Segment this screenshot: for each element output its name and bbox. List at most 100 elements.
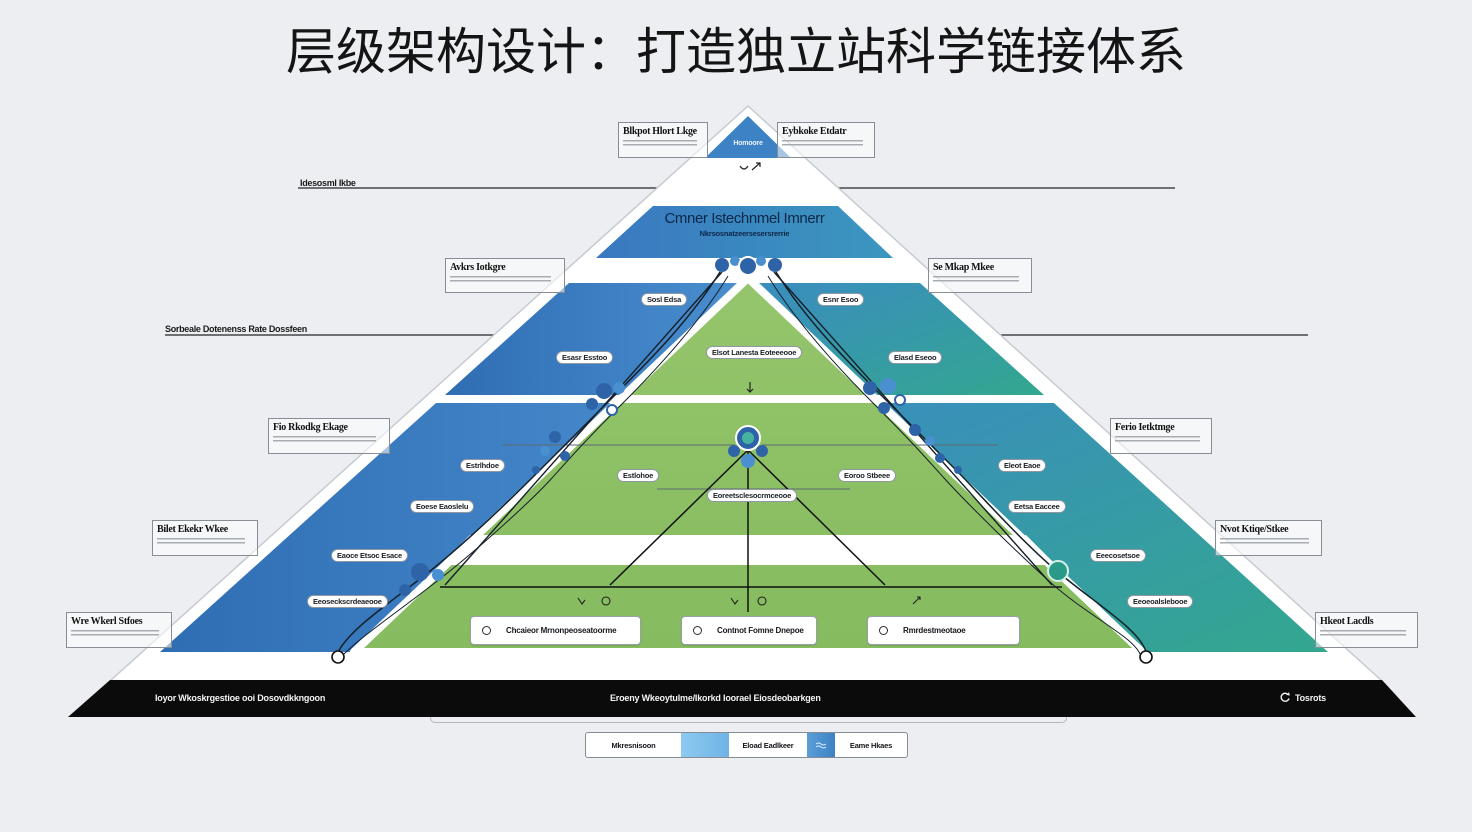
option-button-3[interactable]: Rmrdestmeotaoe xyxy=(867,616,1020,645)
side-label-box: Bilet Ekekr Wkee xyxy=(152,520,258,556)
wave-icon xyxy=(815,742,827,749)
node-label: Elasd Eseoo xyxy=(888,351,943,364)
side-label-text: Nvot Ktiqe/Stkee xyxy=(1220,524,1289,535)
side-label-subtext xyxy=(1320,630,1406,636)
side-label-text: Se Mkap Mkee xyxy=(933,262,994,273)
node-label: Elsot Lanesta Eoteeeooe xyxy=(706,346,803,359)
option-button-2[interactable]: Contnot Fomne Dnepoe xyxy=(681,616,817,645)
side-label-box: Ferio Ietktmge xyxy=(1110,418,1212,454)
node-label: Eoese Eaoslelu xyxy=(410,500,475,513)
link-node xyxy=(878,402,890,414)
node-label: Esasr Esstoo xyxy=(556,351,614,364)
node-cluster-left-upper xyxy=(586,382,625,416)
node-label: Eeoseckscrdeaeooe xyxy=(307,595,388,608)
guide-label-upper: Idesosml Ikbe xyxy=(300,178,356,188)
link-node xyxy=(756,445,768,457)
link-node xyxy=(432,569,444,581)
link-node xyxy=(715,258,729,272)
side-label-text: Eybkoke Etdatr xyxy=(782,126,847,137)
side-label-box: Blkpot Hlort Lkge xyxy=(618,122,708,158)
connector-left-inner xyxy=(343,275,729,655)
link-node xyxy=(411,563,429,581)
side-label-subtext xyxy=(1220,538,1310,544)
side-label-text: Wre Wkerl Stfoes xyxy=(71,616,143,627)
tier-2-subtitle: Nkrsosnatzeersesersrerrie xyxy=(699,229,790,238)
link-node xyxy=(756,256,766,266)
radio-circle-icon[interactable] xyxy=(879,626,888,635)
radio-circle-icon[interactable] xyxy=(693,626,702,635)
link-icon xyxy=(601,596,611,606)
base-band-left-text: Ioyor Wkoskrgestioe ooi Dosovdkkngoon xyxy=(155,693,326,703)
link-node xyxy=(1047,560,1069,582)
endpoint-ring xyxy=(331,650,345,664)
option-button-1[interactable]: Chcaieor Mrnonpeoseatoorme xyxy=(470,616,641,645)
arrow-icon xyxy=(730,597,739,605)
link-node xyxy=(540,446,550,456)
option-button-label: Chcaieor Mrnonpeoseatoorme xyxy=(506,626,617,635)
hub-node-core xyxy=(742,432,754,444)
pyramid-base-band xyxy=(68,680,1416,717)
refresh-icon xyxy=(1280,692,1290,702)
side-label-text: Bilet Ekekr Wkee xyxy=(157,524,228,535)
connector-right-inner xyxy=(767,275,1141,655)
link-node xyxy=(613,382,625,394)
link-line xyxy=(747,449,886,586)
link-node xyxy=(532,466,540,474)
side-label-text: Fio Rkodkg Ekage xyxy=(273,422,348,433)
node-label: Eoroo Stbeee xyxy=(838,469,896,482)
side-label-subtext xyxy=(71,630,160,636)
legend-item: Eame Hkaes xyxy=(849,740,893,750)
node-label: Esnr Esoo xyxy=(817,293,865,306)
link-node xyxy=(586,398,598,410)
endpoint-ring xyxy=(1139,650,1153,664)
arrow-icon xyxy=(577,597,586,605)
side-label-box: Avkrs Iotkgre xyxy=(445,258,565,293)
base-band-right: Tosrots xyxy=(1280,692,1326,703)
node-label: Eaoce Etsoc Esace xyxy=(331,549,408,562)
side-label-box: Hkeot Lacdls xyxy=(1315,612,1418,648)
node-label: Estlohoe xyxy=(617,469,660,482)
option-button-label: Rmrdestmeotaoe xyxy=(903,626,966,635)
node-label: Eeoeoalslebooe xyxy=(1127,595,1194,608)
node-label: Sosl Edsa xyxy=(641,293,688,306)
node-cluster-right-upper xyxy=(863,378,906,414)
arrow-icon xyxy=(912,596,921,605)
base-shadow xyxy=(430,717,1067,723)
link-line xyxy=(609,449,749,586)
legend-item: Mkresnisoon xyxy=(611,740,656,750)
pyramid-apex-tier xyxy=(705,116,791,158)
side-label-box: Wre Wkerl Stfoes xyxy=(66,612,172,648)
link-node xyxy=(728,445,740,457)
pyramid-tier-2 xyxy=(596,206,893,258)
node-cluster-apex xyxy=(715,256,782,276)
link-icon xyxy=(757,596,767,606)
link-node xyxy=(909,424,921,436)
link-node xyxy=(596,383,612,399)
link-node xyxy=(880,378,896,394)
legend-swatch-light-blue xyxy=(681,733,729,757)
guide-label-mid: Sorbeale Dotenenss Rate Dossfeen xyxy=(165,324,307,334)
down-arrow-icon xyxy=(746,382,754,393)
link-node xyxy=(925,436,935,446)
side-label-box: Se Mkap Mkee xyxy=(928,258,1032,293)
tier-separator xyxy=(560,395,936,403)
node-cluster-left-mid xyxy=(532,431,570,474)
radio-circle-icon[interactable] xyxy=(482,626,491,635)
side-label-subtext xyxy=(157,538,246,544)
link-node xyxy=(549,431,561,443)
link-node xyxy=(768,258,782,272)
page-title: 层级架构设计：打造独立站科学链接体系 xyxy=(286,23,1186,81)
node-cluster-right-lower xyxy=(1047,560,1069,582)
side-label-text: Blkpot Hlort Lkge xyxy=(623,126,697,137)
node-cluster-center xyxy=(728,425,768,468)
node-label: Eleot Eaoe xyxy=(998,459,1047,472)
node-cluster-left-lower xyxy=(399,563,444,596)
legend-bar: Mkresnisoon Eload Eadlkeer Eame Hkaes xyxy=(585,732,908,758)
node-label: Eetsa Eaccee xyxy=(1008,500,1066,513)
link-node xyxy=(738,256,758,276)
side-label-subtext xyxy=(933,276,1020,282)
option-button-label: Contnot Fomne Dnepoe xyxy=(717,626,804,635)
side-label-text: Avkrs Iotkgre xyxy=(450,262,506,273)
link-node xyxy=(606,404,618,416)
